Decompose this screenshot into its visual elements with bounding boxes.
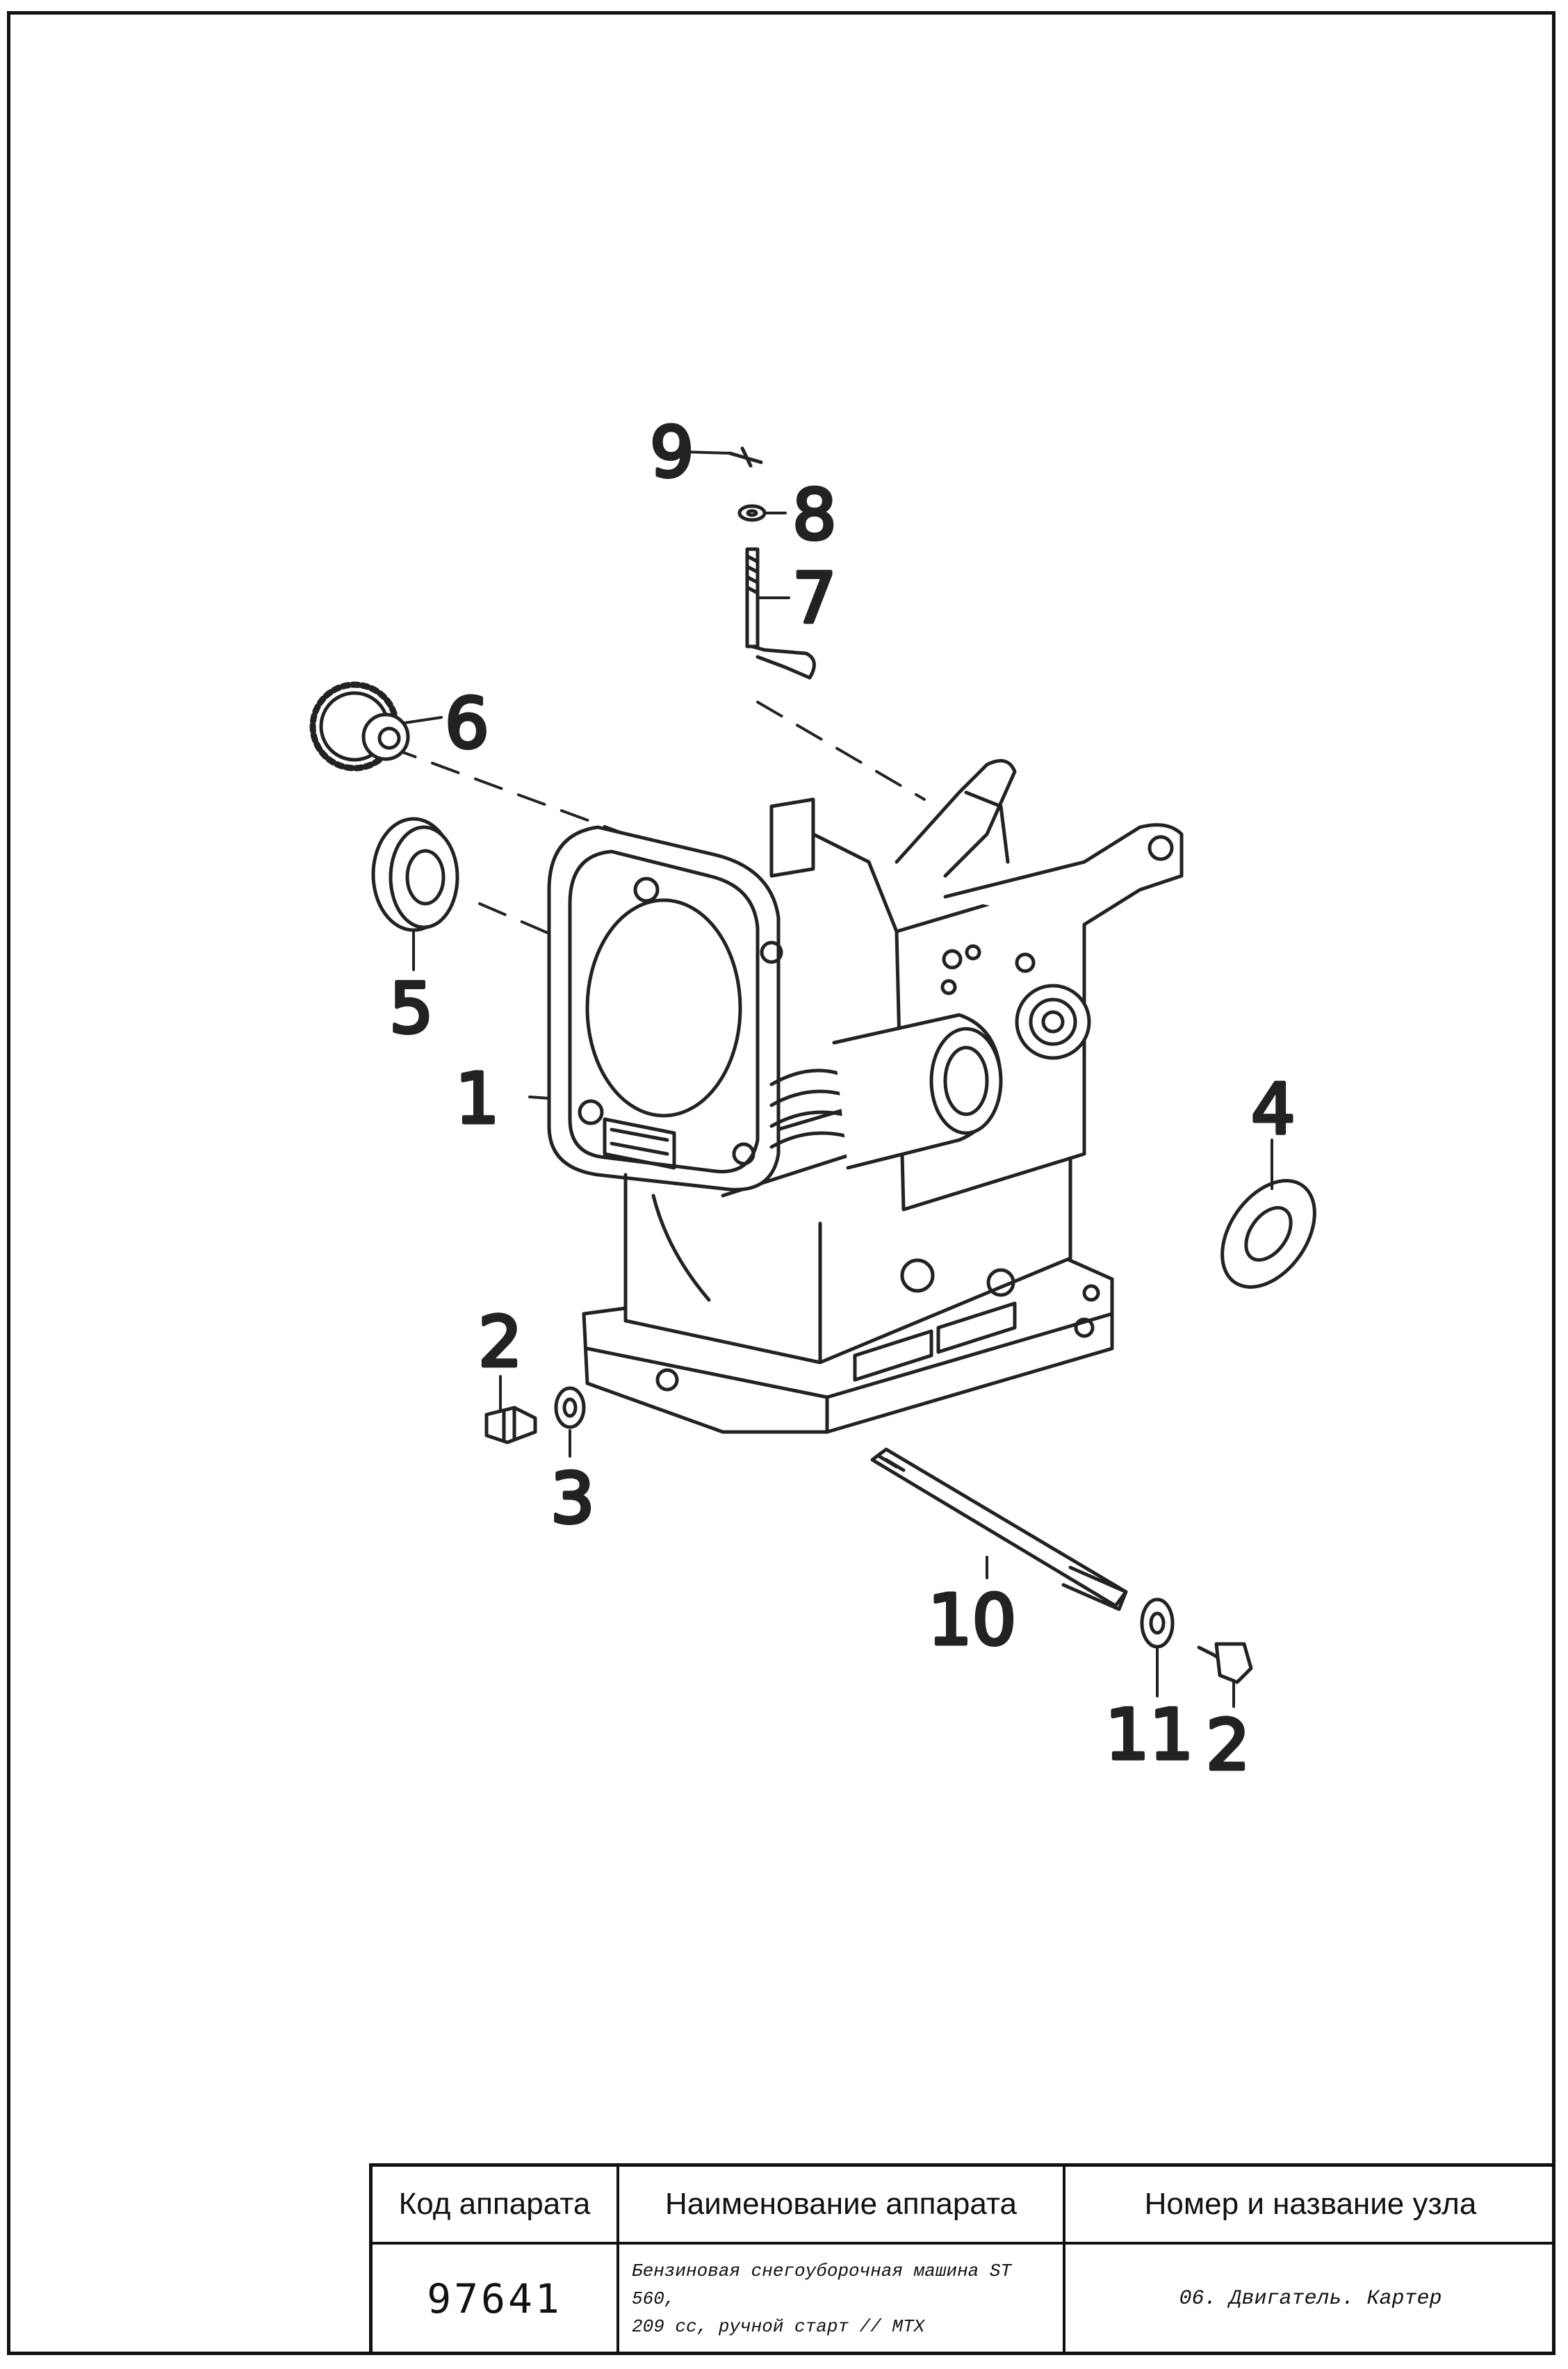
governor-shaft-7 bbox=[745, 547, 816, 680]
apparatus-name-line1: Бензиновая снегоуборочная машина ST 560, bbox=[632, 2260, 1012, 2309]
callout-4: 4 bbox=[1251, 1068, 1296, 1150]
crankcase-block bbox=[547, 758, 1184, 1434]
apparatus-name: Бензиновая снегоуборочная машина ST 560,… bbox=[619, 2245, 1065, 2355]
shaft-10 bbox=[870, 1447, 1128, 1611]
leader-lines bbox=[403, 450, 1273, 1708]
bolt-left bbox=[484, 1406, 537, 1444]
callout-7: 7 bbox=[792, 557, 837, 639]
callout-1: 1 bbox=[455, 1058, 500, 1139]
callout-5: 5 bbox=[389, 968, 434, 1049]
pin-9 bbox=[728, 446, 763, 468]
title-block: Код аппарата Наименование аппарата Номер… bbox=[369, 2163, 1555, 2355]
washer-11 bbox=[1140, 1597, 1175, 1649]
callout-2-right: 2 bbox=[1206, 1704, 1250, 1786]
bearing-5 bbox=[371, 817, 459, 932]
washer-3 bbox=[554, 1386, 586, 1429]
apparatus-name-line2: 209 сс, ручной старт // MTX bbox=[632, 2315, 925, 2337]
oil-seal-4 bbox=[1220, 1179, 1316, 1289]
governor-gear-6 bbox=[309, 681, 410, 772]
assembly-node: 06. Двигатель. Картер bbox=[1065, 2245, 1555, 2355]
callout-11: 11 bbox=[1105, 1694, 1193, 1775]
callout-6: 6 bbox=[445, 683, 489, 764]
header-name: Наименование аппарата bbox=[619, 2167, 1065, 2245]
header-code: Код аппарата bbox=[373, 2167, 619, 2245]
callout-3: 3 bbox=[550, 1458, 595, 1539]
header-node: Номер и название узла bbox=[1065, 2167, 1555, 2245]
callout-10: 10 bbox=[928, 1579, 1016, 1661]
apparatus-code: 97641 bbox=[373, 2245, 619, 2355]
callout-9: 9 bbox=[650, 412, 694, 493]
washer-8 bbox=[737, 504, 767, 522]
callout-2-left: 2 bbox=[478, 1301, 523, 1383]
assembly-lines bbox=[388, 701, 926, 947]
callout-8: 8 bbox=[792, 474, 837, 555]
bolt-right bbox=[1197, 1642, 1253, 1684]
